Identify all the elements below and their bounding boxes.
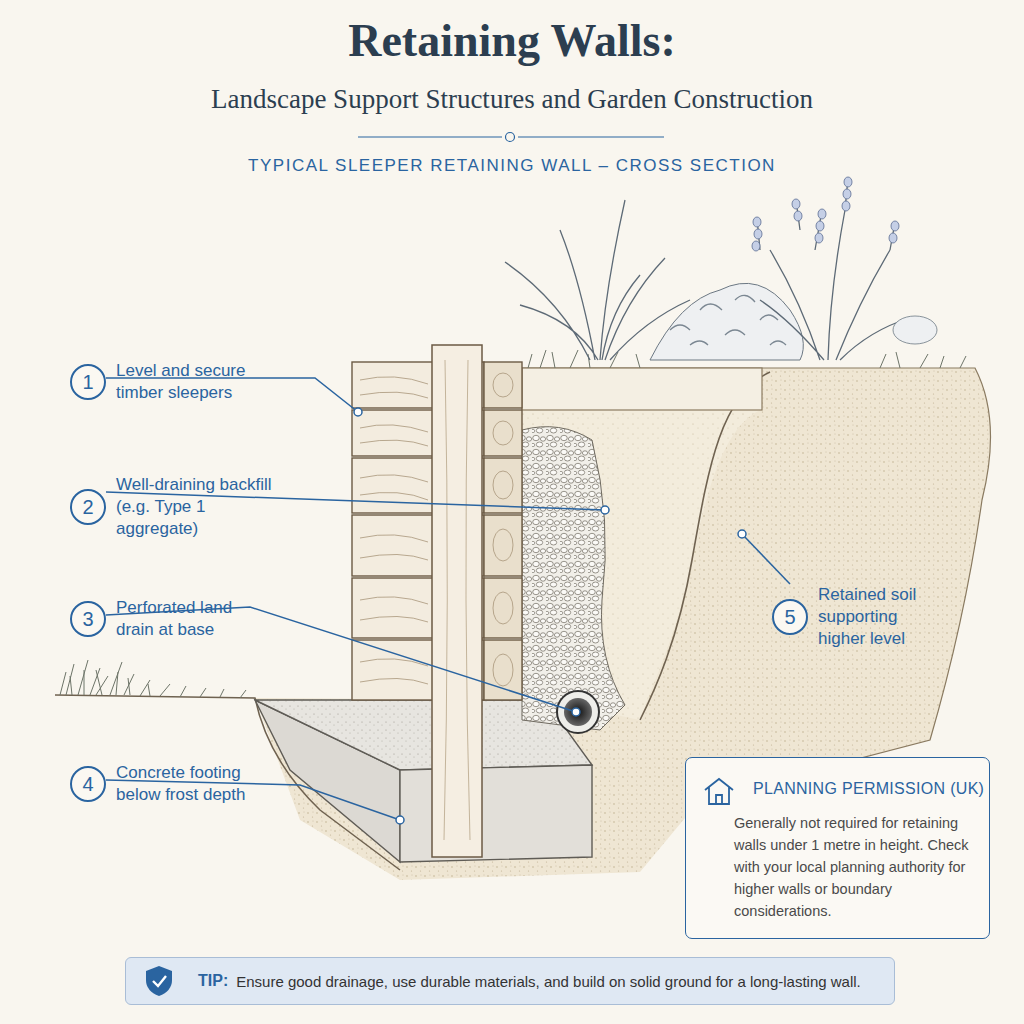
callout-label: Concrete footing below frost depth: [116, 762, 266, 806]
callout-number: 2: [70, 489, 106, 525]
land-drain: [557, 691, 599, 733]
leader-lines: [106, 378, 790, 820]
timber-post: [432, 345, 482, 857]
callout-number: 4: [70, 766, 106, 802]
callout-label: Retained soil supporting higher level: [818, 584, 938, 650]
main-title: Retaining Walls:: [0, 14, 1024, 67]
callout-number: 3: [70, 601, 106, 637]
tip-heading: TIP:: [198, 972, 228, 990]
callout: 1 Level and secure timber sleepers: [70, 360, 266, 404]
lavender-flowers: [752, 177, 937, 344]
tip-box: TIP: Ensure good drainage, use durable ma…: [125, 957, 895, 1005]
section-header: TYPICAL SLEEPER RETAINING WALL – CROSS S…: [0, 156, 1024, 176]
callout-label: Perforated land drain at base: [116, 597, 266, 641]
lawn-grass: [60, 350, 966, 698]
subtitle: Landscape Support Structures and Garden …: [0, 84, 1024, 115]
info-panel: PLANNING PERMISSION (UK) Generally not re…: [685, 757, 990, 939]
house-icon: [702, 776, 736, 806]
callout-number: 5: [772, 599, 808, 635]
title-ornament: [358, 133, 664, 142]
tip-body: Ensure good drainage, use durable materi…: [236, 973, 861, 990]
callout: 3 Perforated land drain at base: [70, 597, 266, 641]
callout-label: Level and secure timber sleepers: [116, 360, 266, 404]
callout: 2 Well-draining backfill (e.g. Type 1 agg…: [70, 474, 281, 540]
concrete-footing: [255, 700, 592, 862]
callout-label: Well-draining backfill (e.g. Type 1 aggr…: [116, 474, 281, 540]
callout-number: 1: [70, 364, 106, 400]
callout: 4 Concrete footing below frost depth: [70, 762, 266, 806]
shield-icon: [144, 964, 174, 998]
panel-body: Generally not required for retaining wal…: [734, 812, 969, 922]
garden-plants: [505, 178, 910, 360]
panel-heading: PLANNING PERMISSION (UK): [753, 780, 984, 798]
backfill-gravel: [522, 427, 625, 730]
callout: 5 Retained soil supporting higher level: [772, 584, 938, 650]
